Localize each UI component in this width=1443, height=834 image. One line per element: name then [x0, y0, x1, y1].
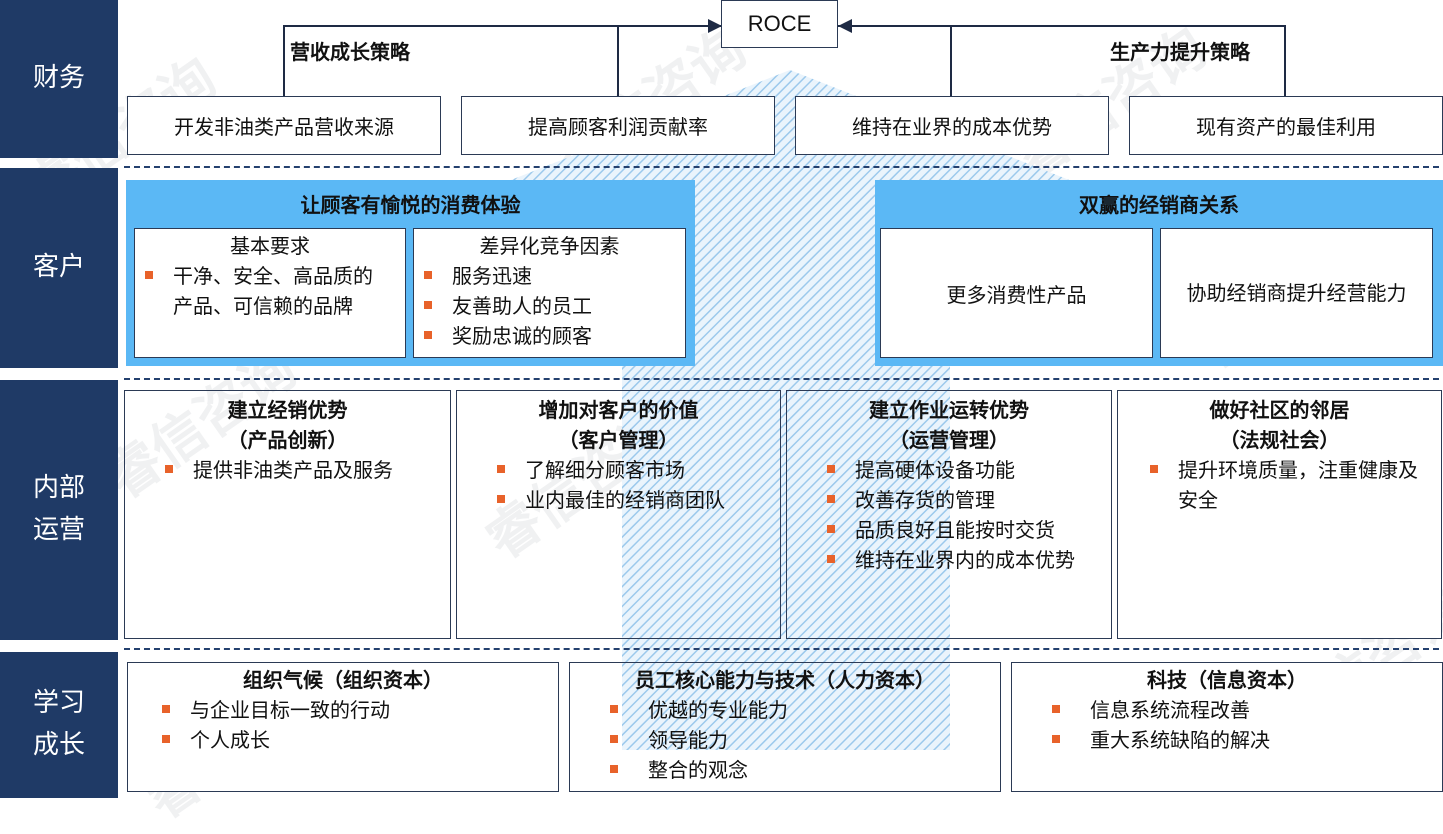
row-label-customer: 客户 — [0, 168, 118, 368]
internal-box-title: 增加对客户的价值 — [538, 398, 699, 422]
arrow-head-right — [708, 19, 722, 33]
connector-line — [1284, 25, 1286, 96]
finance-box: 现有资产的最佳利用 — [1129, 96, 1443, 155]
row-label-internal: 内部 运营 — [0, 380, 118, 640]
connector-line — [283, 25, 721, 27]
list-item: 信息系统流程改善 — [1042, 695, 1442, 725]
differentiation-title: 差异化竞争因素 — [479, 234, 620, 258]
internal-box: 建立作业运转优势 （运营管理） 提高硬体设备功能 改善存货的管理 品质良好且能按… — [786, 390, 1112, 639]
learning-box: 科技（信息资本） 信息系统流程改善 重大系统缺陷的解决 — [1011, 662, 1443, 792]
list-item: 个人成长 — [152, 725, 558, 755]
roce-box: ROCE — [721, 0, 838, 48]
customer-experience-title: 让顾客有愉悦的消费体验 — [300, 193, 521, 217]
finance-box: 提高顾客利润贡献率 — [461, 96, 775, 155]
list-item: 重大系统缺陷的解决 — [1042, 725, 1442, 755]
list-item: 奖励忠诚的顾客 — [414, 321, 685, 351]
finance-box: 维持在业界的成本优势 — [795, 96, 1109, 155]
basic-requirements-box: 基本要求 干净、安全、高品质的产品、可信赖的品牌 — [134, 228, 406, 358]
dealer-box: 更多消费性产品 — [880, 228, 1153, 358]
list-item: 品质良好且能按时交货 — [817, 515, 1097, 545]
separator — [124, 378, 1439, 380]
list-item: 整合的观念 — [600, 755, 1000, 785]
list-item: 了解细分顾客市场 — [487, 455, 766, 485]
finance-box-label: 现有资产的最佳利用 — [1196, 115, 1376, 139]
list-item: 服务迅速 — [414, 261, 685, 291]
separator — [124, 648, 1439, 650]
dealer-relationship-title: 双赢的经销商关系 — [1079, 193, 1239, 217]
row-label-learning: 学习 成长 — [0, 652, 118, 798]
connector-line — [950, 25, 952, 96]
list-item: 维持在业界内的成本优势 — [817, 545, 1097, 575]
finance-box: 开发非油类产品营收来源 — [127, 96, 441, 155]
row-label-finance: 财务 — [0, 0, 118, 158]
internal-box: 建立经销优势 （产品创新） 提供非油类产品及服务 — [124, 390, 451, 639]
dealer-box-label: 协助经销商提升经营能力 — [1186, 281, 1407, 305]
internal-box-subtitle: （法规社会） — [1219, 428, 1340, 452]
list-item: 业内最佳的经销商团队 — [487, 485, 766, 515]
list-item: 干净、安全、高品质的产品、可信赖的品牌 — [135, 261, 389, 321]
learning-box-title: 组织气候（组织资本） — [243, 668, 443, 692]
dealer-box-label: 更多消费性产品 — [946, 282, 1087, 307]
strategy-revenue-growth: 营收成长策略 — [290, 40, 410, 64]
dealer-box: 协助经销商提升经营能力 — [1160, 228, 1433, 358]
list-item: 改善存货的管理 — [817, 485, 1097, 515]
internal-box-subtitle: （客户管理） — [558, 428, 679, 452]
internal-box-title: 建立作业运转优势 — [869, 398, 1029, 422]
list-item: 友善助人的员工 — [414, 291, 685, 321]
learning-box-title: 员工核心能力与技术（人力资本） — [635, 668, 935, 692]
finance-box-label: 提高顾客利润贡献率 — [528, 115, 708, 139]
internal-box-subtitle: （运营管理） — [889, 428, 1009, 452]
finance-box-label: 开发非油类产品营收来源 — [174, 115, 394, 139]
list-item: 与企业目标一致的行动 — [152, 695, 558, 725]
connector-line — [617, 25, 619, 96]
arrow-head-left — [838, 19, 852, 33]
internal-box-title: 做好社区的邻居 — [1209, 398, 1350, 422]
learning-box: 员工核心能力与技术（人力资本） 优越的专业能力 领导能力 整合的观念 — [569, 662, 1001, 792]
learning-box: 组织气候（组织资本） 与企业目标一致的行动 个人成长 — [127, 662, 559, 792]
separator — [124, 166, 1439, 168]
internal-box: 增加对客户的价值 （客户管理） 了解细分顾客市场 业内最佳的经销商团队 — [456, 390, 781, 639]
internal-box-title: 建立经销优势 — [227, 398, 348, 422]
basic-requirements-title: 基本要求 — [230, 234, 310, 258]
strategy-productivity: 生产力提升策略 — [1110, 40, 1250, 64]
list-item: 优越的专业能力 — [600, 695, 1000, 725]
list-item: 提升环境质量，注重健康及安全 — [1140, 455, 1427, 515]
list-item: 领导能力 — [600, 725, 1000, 755]
internal-box: 做好社区的邻居 （法规社会） 提升环境质量，注重健康及安全 — [1117, 390, 1442, 639]
finance-box-label: 维持在业界的成本优势 — [852, 115, 1052, 139]
list-item: 提供非油类产品及服务 — [155, 455, 436, 485]
roce-label: ROCE — [747, 11, 812, 36]
connector-line — [283, 25, 285, 96]
list-item: 提高硬体设备功能 — [817, 455, 1097, 485]
differentiation-box: 差异化竞争因素 服务迅速 友善助人的员工 奖励忠诚的顾客 — [413, 228, 686, 358]
connector-line — [838, 25, 1286, 27]
internal-box-subtitle: （产品创新） — [227, 428, 348, 452]
learning-box-title: 科技（信息资本） — [1147, 668, 1307, 692]
